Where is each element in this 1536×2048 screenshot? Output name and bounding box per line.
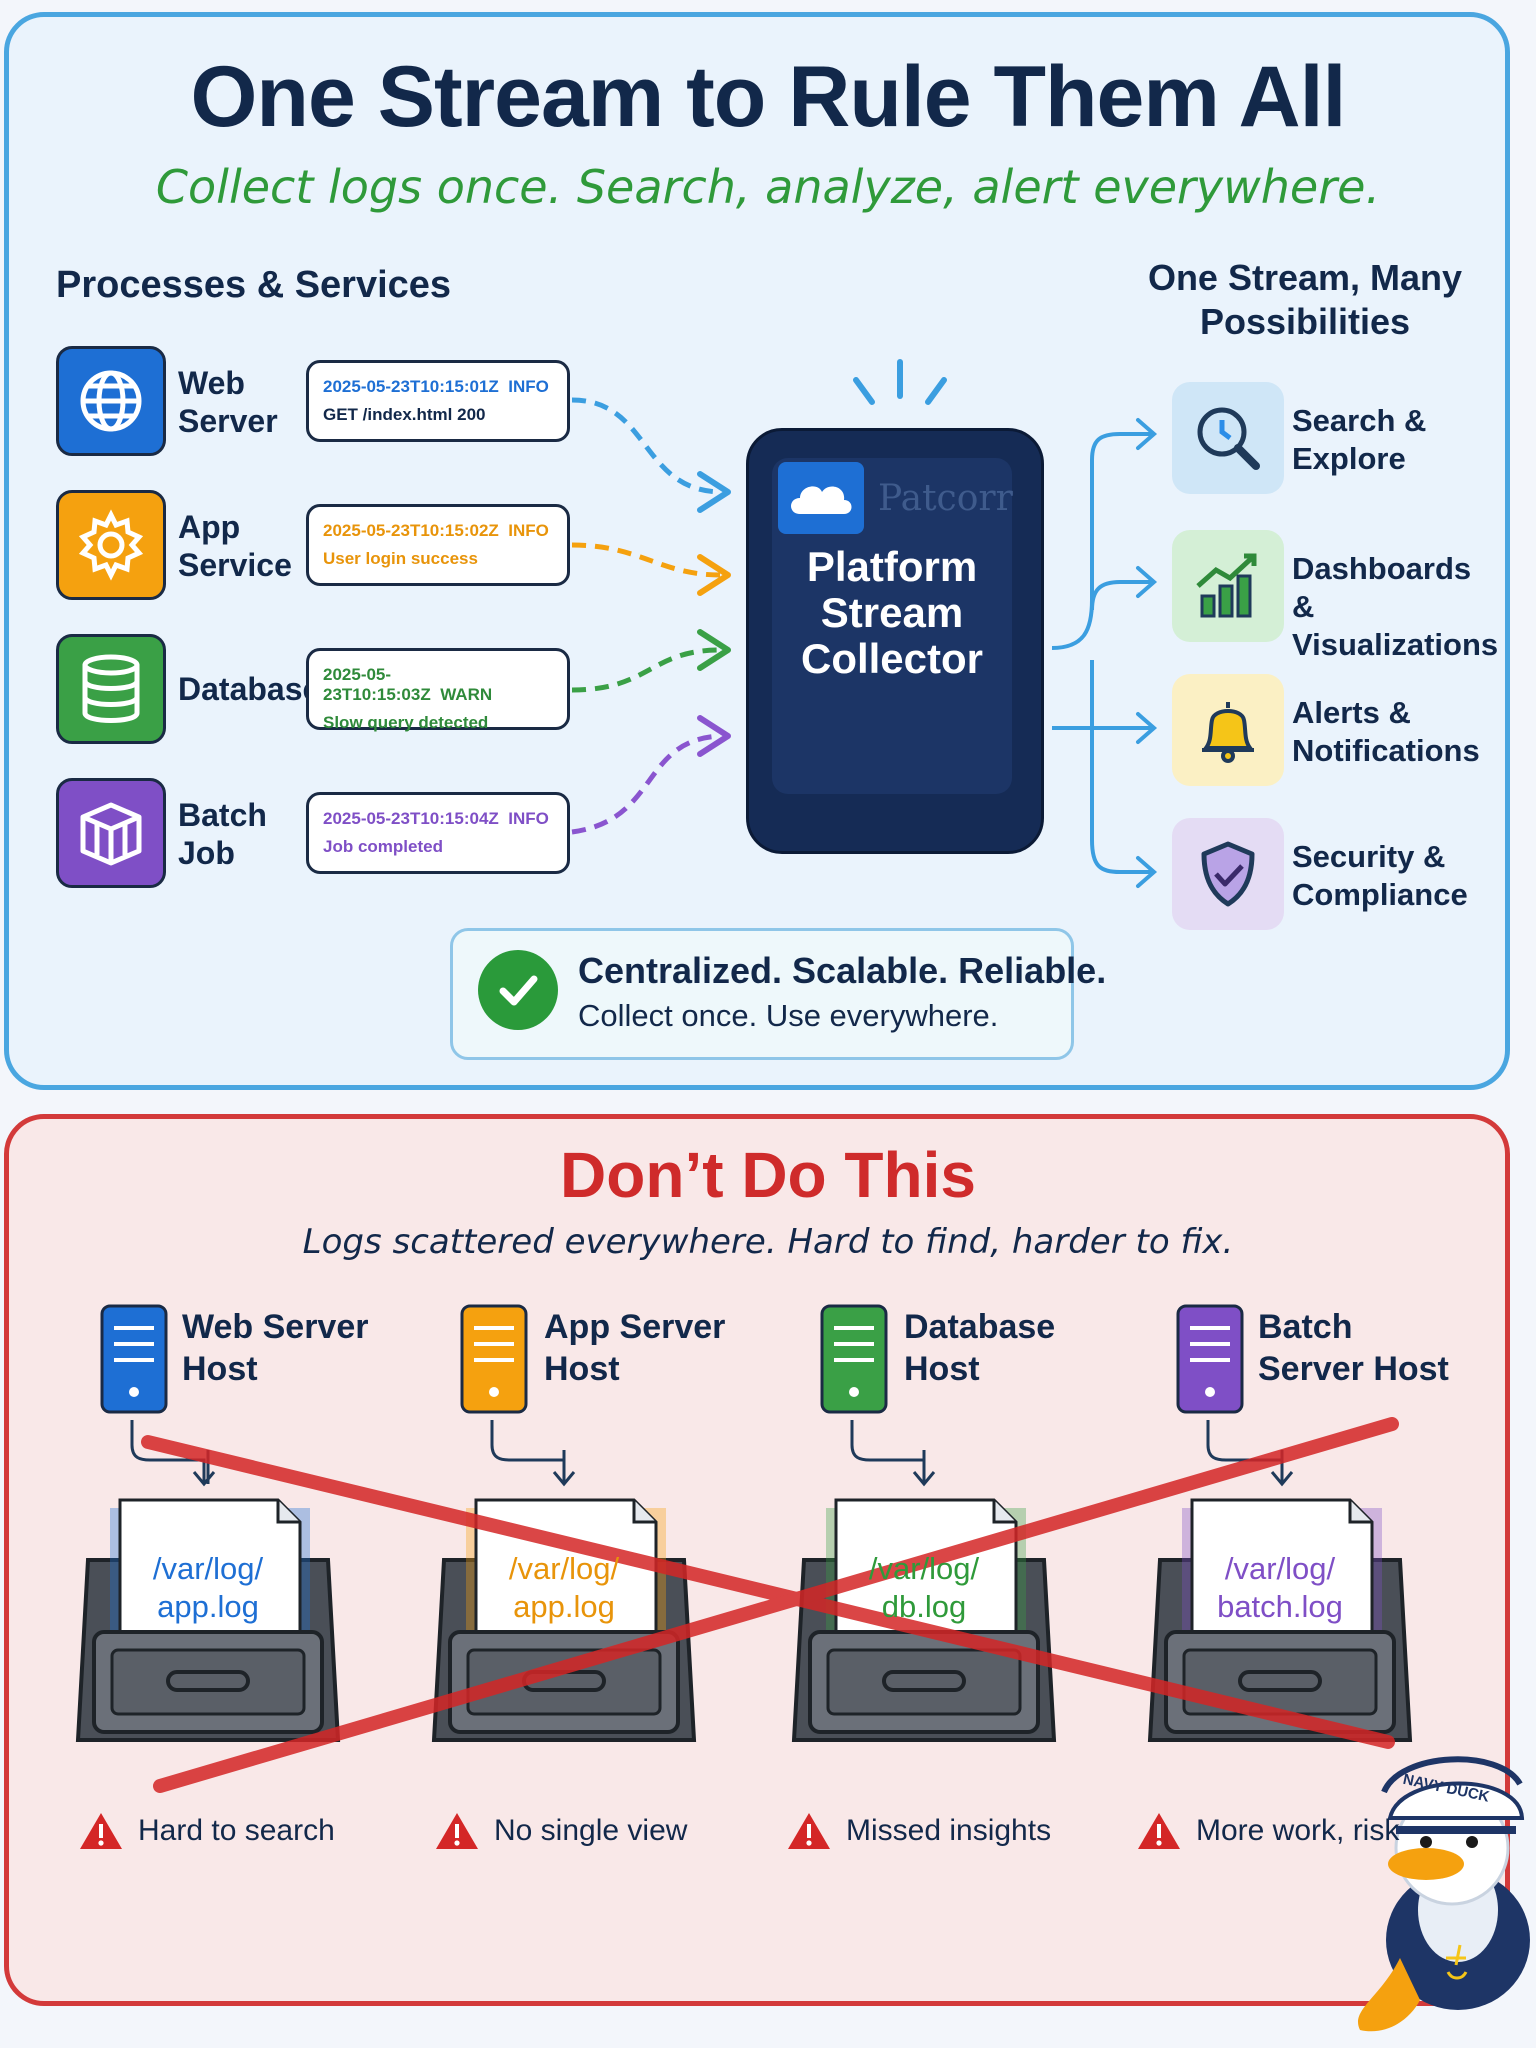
log-message: User login success <box>323 549 478 568</box>
warning-text: Missed insights <box>846 1814 1052 1847</box>
host-label-web: Web Server Host <box>182 1308 369 1388</box>
warning-icon <box>1138 1813 1180 1849</box>
warning-icon <box>80 1813 122 1849</box>
log-timestamp: 2025-05-23T10:15:04Z <box>323 809 499 828</box>
collector-brand-text: Patcorr <box>878 478 1013 519</box>
warning-icon <box>788 1813 830 1849</box>
source-label-app: App Service <box>178 509 292 583</box>
log-file-path: /var/log/ db.log <box>868 1551 980 1624</box>
log-level: INFO <box>508 809 549 828</box>
sources-heading: Processes & Services <box>56 264 452 306</box>
log-level: WARN <box>440 685 493 704</box>
host-label-app: App Server Host <box>544 1308 726 1388</box>
navy-duck-mascot: NAVY DUCK <box>1358 1756 1530 2032</box>
log-entry-web: 2025-05-23T10:15:01Z INFO GET /index.htm… <box>306 360 570 442</box>
server-icon <box>820 1304 888 1414</box>
output-label-alerts: Alerts & Notifications <box>1292 695 1480 768</box>
motto-headline: Centralized. Scalable. Reliable. <box>578 950 1107 991</box>
checkmark-icon <box>478 950 558 1030</box>
warning-text: More work, risk <box>1196 1814 1400 1847</box>
gear-icon <box>56 490 166 600</box>
search-clock-icon <box>1172 382 1284 494</box>
server-icon <box>460 1304 528 1414</box>
motto-box <box>450 928 1074 1060</box>
collector-title: Platform Stream Collector <box>800 543 984 682</box>
globe-icon <box>56 346 166 456</box>
source-label-batch: Batch Job <box>178 797 267 871</box>
page-subtitle: Collect logs once. Search, analyze, aler… <box>155 160 1381 214</box>
log-message: Slow query detected <box>323 713 489 732</box>
host-label-batch: Batch Server Host <box>1258 1308 1449 1388</box>
red-x-cross <box>141 1417 1399 1793</box>
flow-arrow-web <box>571 397 731 513</box>
log-message: Job completed <box>323 837 443 856</box>
database-icon <box>56 634 166 744</box>
host-label-db: Database Host <box>904 1308 1056 1388</box>
source-label-db: Database <box>178 671 321 707</box>
flow-arrow-app <box>571 542 731 596</box>
chart-icon <box>1172 530 1284 642</box>
bell-icon <box>1172 674 1284 786</box>
log-entry-batch: 2025-05-23T10:15:04Z INFO Job completed <box>306 792 570 874</box>
flow-arrow-db <box>571 629 731 693</box>
output-label-dashboards: Dashboards & Visualizations <box>1292 551 1499 662</box>
file-cabinet-icon <box>75 1498 341 1742</box>
warning-text: No single view <box>494 1814 688 1847</box>
source-label-web: Web Server <box>178 365 278 439</box>
output-label-search: Search & Explore <box>1292 403 1427 476</box>
fanout-arrows <box>1051 418 1158 888</box>
log-message: GET /index.html 200 <box>323 405 486 424</box>
warning-text: Hard to search <box>138 1814 335 1847</box>
cloud-icon <box>778 462 864 534</box>
warning-icon <box>436 1813 478 1849</box>
log-level: INFO <box>508 521 549 540</box>
log-timestamp: 2025-05-23T10:15:02Z <box>323 521 499 540</box>
shield-icon <box>1172 818 1284 930</box>
log-file-path: /var/log/ app.log <box>508 1551 620 1624</box>
log-file-path: /var/log/ app.log <box>152 1551 264 1624</box>
log-timestamp: 2025-05-23T10:15:03Z <box>323 665 431 704</box>
server-icon <box>100 1304 168 1414</box>
log-timestamp: 2025-05-23T10:15:01Z <box>323 377 499 396</box>
motto-tagline: Collect once. Use everywhere. <box>578 998 999 1033</box>
outputs-heading: One Stream, Many Possibilities <box>1147 257 1463 342</box>
flow-arrow-batch <box>571 715 731 835</box>
log-entry-db: 2025-05-23T10:15:03Z WARN Slow query det… <box>306 648 570 732</box>
log-level: INFO <box>508 377 549 396</box>
server-icon <box>1176 1304 1244 1414</box>
signal-icon <box>853 359 947 405</box>
log-entry-app: 2025-05-23T10:15:02Z INFO User login suc… <box>306 504 570 586</box>
log-file-path: /var/log/ batch.log <box>1217 1551 1343 1624</box>
anti-pattern-title: Don’t Do This <box>560 1139 976 1211</box>
output-label-security: Security & Compliance <box>1292 839 1468 912</box>
anti-pattern-subtitle: Logs scattered everywhere. Hard to find,… <box>302 1222 1234 1262</box>
box-icon <box>56 778 166 888</box>
page-title: One Stream to Rule Them All <box>190 49 1347 145</box>
